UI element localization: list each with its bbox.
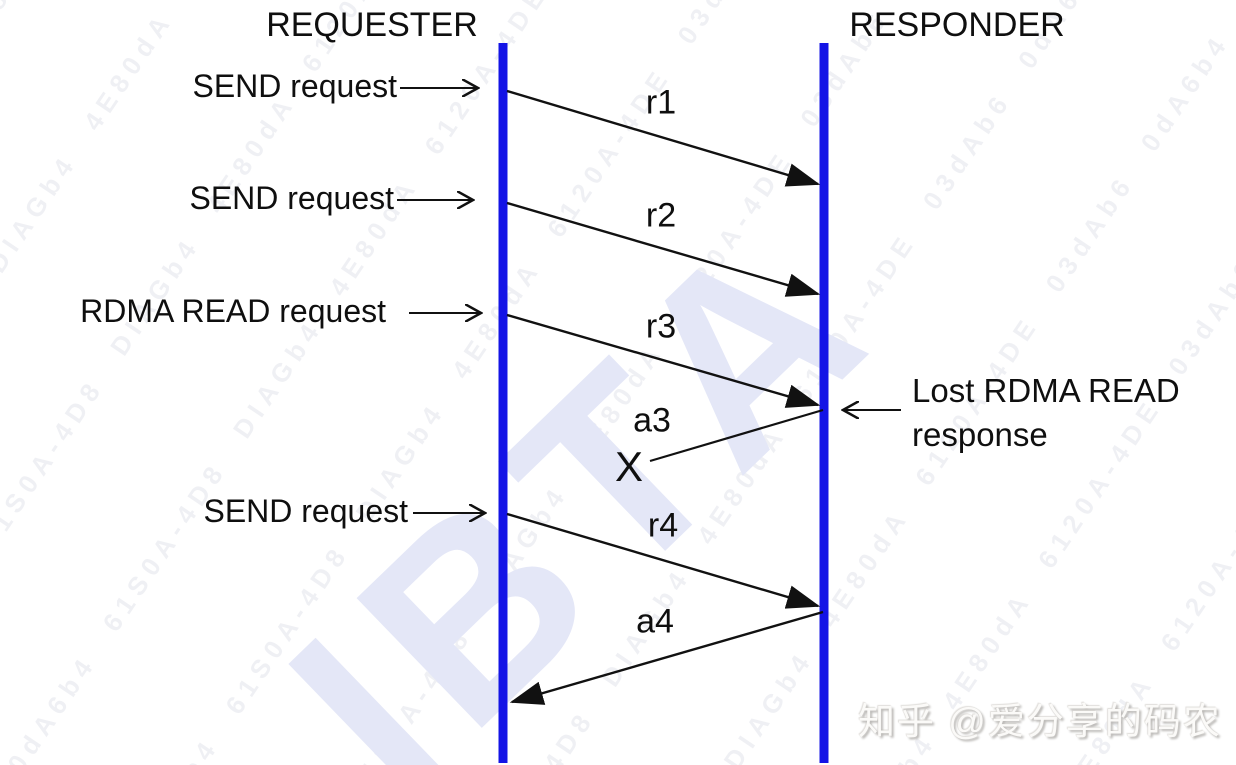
- message-line-r2: [506, 201, 821, 297]
- send-request-label-3: SEND request: [203, 493, 408, 529]
- message-label-r4: r4: [647, 506, 679, 545]
- send-request-label-2: SEND request: [189, 180, 394, 216]
- message-label-r2: r2: [645, 196, 677, 235]
- lost-response-annotation-line2: response: [912, 416, 1048, 453]
- lost-response-annotation: Lost RDMA READ response: [912, 369, 1180, 457]
- message-line-r1: [506, 89, 821, 187]
- message-line-a3-lost: [649, 408, 824, 463]
- message-line-a4: [509, 610, 824, 705]
- lost-response-annotation-line1: Lost RDMA READ: [912, 372, 1180, 409]
- message-line-r4: [506, 512, 821, 609]
- message-label-r3: r3: [645, 307, 677, 346]
- lost-message-x-marker: X: [614, 443, 644, 490]
- message-label-r1: r1: [645, 83, 677, 122]
- responder-title: RESPONDER: [849, 6, 1065, 44]
- rdma-read-request-label: RDMA READ request: [80, 293, 386, 329]
- message-label-a3: a3: [633, 401, 671, 440]
- message-line-r3: [506, 313, 821, 408]
- send-request-label-1: SEND request: [192, 68, 397, 104]
- requester-title: REQUESTER: [266, 6, 478, 44]
- zhihu-watermark: 知乎 @爱分享的码农: [858, 701, 1222, 742]
- message-label-a4: a4: [636, 602, 674, 641]
